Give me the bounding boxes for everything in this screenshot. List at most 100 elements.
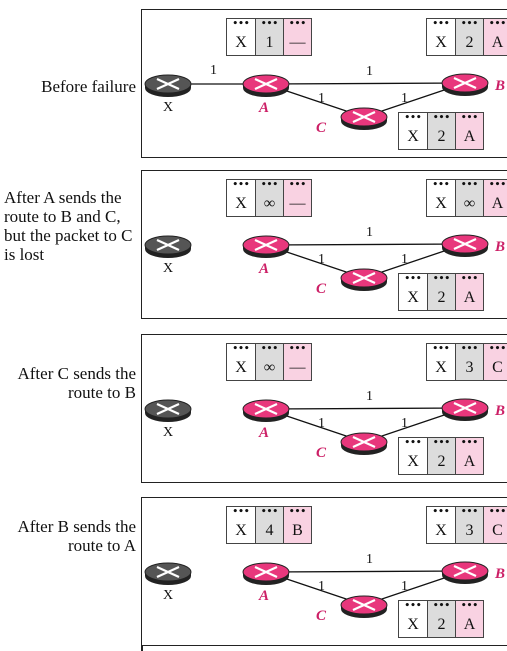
table-cell-next-hop: •••— [283, 344, 311, 380]
routing-table-c: •••X•••2•••A [398, 112, 484, 150]
node-label-a: A [258, 425, 269, 441]
ellipsis-icon: ••• [260, 507, 279, 517]
link-cost-c-b: 1 [401, 579, 408, 594]
table-value-cost: ∞ [263, 359, 276, 376]
table-value-next-hop: B [292, 522, 303, 539]
table-value-next-hop: C [492, 359, 503, 376]
table-cell-cost: •••3 [455, 344, 483, 380]
table-value-dest: X [235, 522, 247, 539]
link-cost-a-b: 1 [366, 64, 373, 79]
table-cell-dest: •••X [227, 180, 255, 216]
table-cell-cost: •••3 [455, 507, 483, 543]
ellipsis-icon: ••• [488, 19, 507, 29]
table-cell-next-hop: •••C [483, 507, 507, 543]
table-cell-dest: •••X [399, 438, 427, 474]
link-a-b [265, 570, 466, 573]
table-cell-next-hop: ••• C [483, 344, 507, 380]
ellipsis-icon: ••• [460, 274, 479, 284]
table-cell-next-hop: •••— [283, 180, 311, 216]
table-value-dest: X [435, 359, 447, 376]
ellipsis-icon: ••• [432, 113, 451, 123]
table-cell-next-hop: •••A [455, 438, 483, 474]
ellipsis-icon: ••• [460, 507, 479, 517]
table-cell-cost: •••∞ [455, 180, 483, 216]
ellipsis-icon: ••• [432, 19, 450, 29]
ellipsis-icon: ••• [460, 438, 479, 448]
caption-a-sends-route: After A sends the route to B and C, but … [4, 188, 133, 264]
table-value-dest: X [435, 522, 447, 539]
table-value-cost: 2 [437, 453, 446, 470]
caption-b-sends-route: After B sends the route to A [17, 517, 136, 555]
table-value-next-hop: A [491, 34, 504, 51]
ellipsis-icon: ••• [488, 344, 507, 354]
table-value-next-hop: — [289, 359, 306, 376]
router-icon [242, 562, 290, 585]
routing-table-b: •••X•••2•••A [426, 18, 507, 56]
link-cost-a-c: 1 [318, 416, 325, 431]
table-cell-next-hop: ••• A [483, 19, 507, 55]
node-label-a: A [258, 588, 269, 604]
table-value-dest: X [235, 195, 247, 212]
table-value-dest: X [235, 34, 247, 51]
router-icon [340, 432, 388, 455]
link-cost-c-b: 1 [401, 252, 408, 267]
table-value-next-hop: — [289, 195, 306, 212]
node-label-a: A [258, 100, 269, 116]
table-cell-next-hop: •••A [455, 601, 483, 637]
router-icon [144, 562, 192, 585]
router-icon [242, 399, 290, 422]
table-cell-cost: ••• 1 [255, 19, 283, 55]
routing-table-b: ••• X •••3••• C [426, 343, 507, 381]
table-value-cost: 4 [265, 522, 274, 539]
table-value-dest: X [235, 359, 247, 376]
table-cell-dest: •••X [227, 507, 255, 543]
ellipsis-icon: ••• [432, 180, 450, 190]
table-value-cost: 3 [465, 359, 474, 376]
table-value-cost: 1 [265, 34, 274, 51]
ellipsis-icon: ••• [260, 19, 279, 29]
node-label-c: C [316, 608, 327, 624]
ellipsis-icon: ••• [460, 180, 479, 190]
router-icon [340, 595, 388, 618]
ellipsis-icon: ••• [404, 274, 422, 284]
routing-table-b: •••X•••∞•••A [426, 179, 507, 217]
node-label-b: B [494, 403, 505, 419]
link-a-b [265, 243, 466, 246]
link-cost-a-b: 1 [366, 389, 373, 404]
ellipsis-icon: ••• [432, 438, 451, 448]
ellipsis-icon: ••• [432, 601, 451, 611]
node-label-a: A [258, 261, 269, 277]
ellipsis-icon: ••• [260, 344, 279, 354]
table-value-cost: 2 [437, 128, 446, 145]
ellipsis-icon: ••• [488, 180, 507, 190]
caption-c-sends-route: After C sends the route to B [17, 364, 136, 402]
ellipsis-icon: ••• [488, 507, 507, 517]
ellipsis-icon: ••• [460, 113, 479, 123]
table-value-dest: X [407, 453, 419, 470]
routing-table-a: •••X•••4•••B [226, 506, 312, 544]
table-value-next-hop: — [289, 34, 306, 51]
table-cell-dest: •••X [427, 507, 455, 543]
router-icon [441, 398, 489, 421]
table-value-dest: X [435, 34, 447, 51]
table-value-dest: X [435, 195, 447, 212]
node-label-b: B [494, 78, 505, 94]
ellipsis-icon: ••• [404, 601, 422, 611]
node-label-c: C [316, 281, 327, 297]
caption-before-failure: Before failure [41, 77, 136, 96]
table-cell-next-hop: •••— [283, 19, 311, 55]
link-cost-a-b: 1 [366, 225, 373, 240]
table-value-next-hop: A [463, 616, 476, 633]
routing-table-c: •••X•••2•••A [398, 600, 484, 638]
routing-table-a: •••X•••∞•••— [226, 179, 312, 217]
table-value-dest: X [407, 128, 419, 145]
node-label-c: C [316, 445, 327, 461]
table-cell-dest: •••X [227, 19, 255, 55]
